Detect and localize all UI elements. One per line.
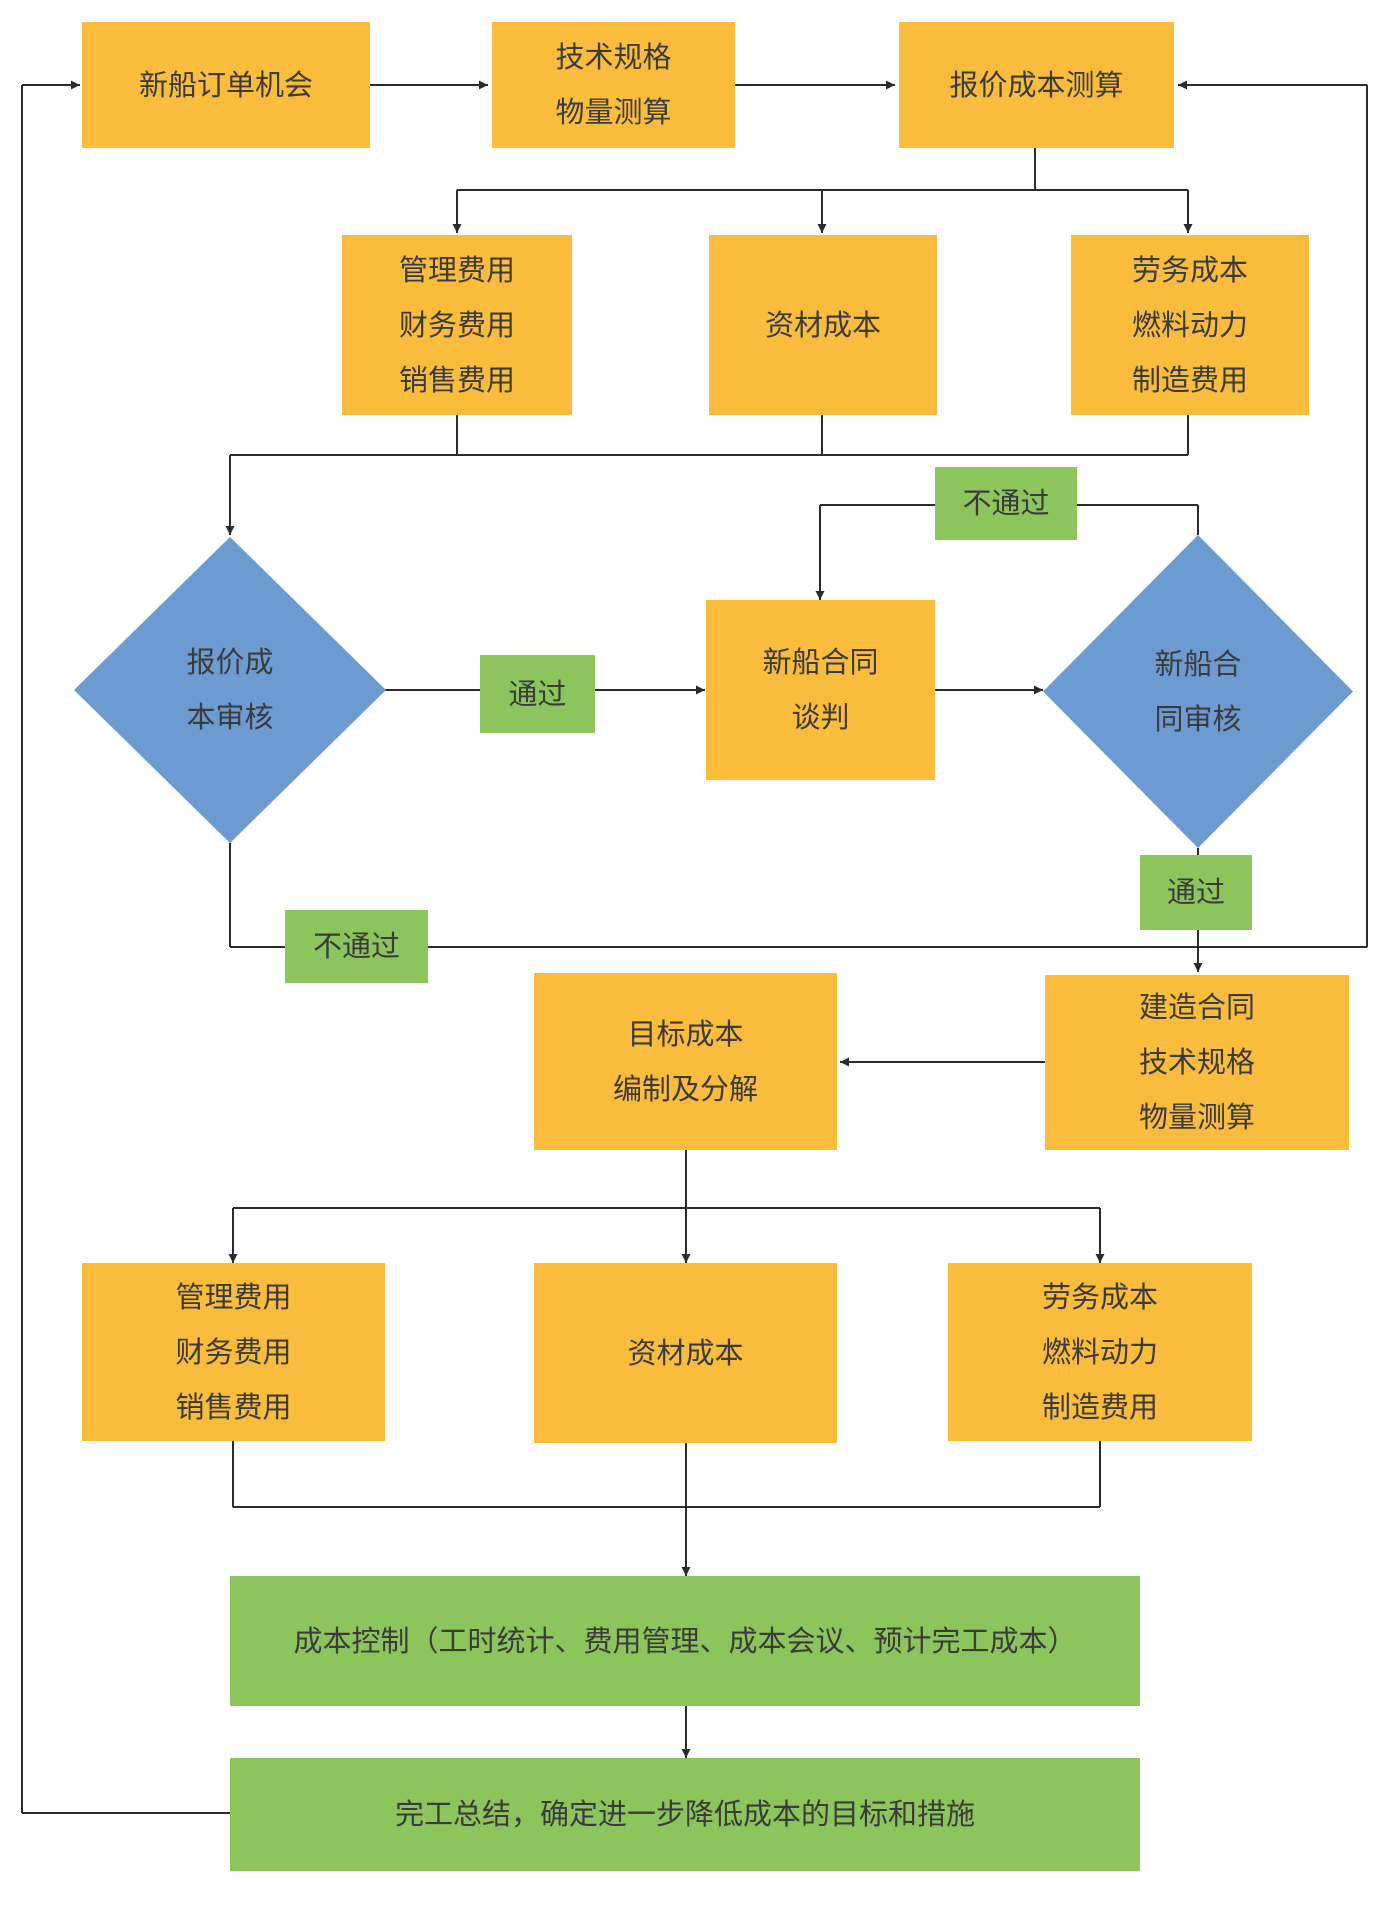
pass-2-text: 通过	[1166, 875, 1225, 909]
pass-label-1: 通过	[480, 655, 595, 733]
fail-label-bottom: 不通过	[285, 910, 428, 983]
build-contract-box: 建造合同 技术规格 物量测算	[1045, 975, 1349, 1150]
labor-cost-box-1: 劳务成本 燃料动力 制造费用	[1071, 235, 1309, 415]
target-cost-box: 目标成本 编制及分解	[534, 973, 837, 1150]
material-2-label: 资材成本	[627, 1335, 744, 1370]
labor-1-line-1: 劳务成本	[1131, 252, 1248, 287]
quote-review-line-1: 报价成	[186, 645, 274, 679]
negotiation-line-2: 谈判	[791, 700, 850, 734]
new-order-label: 新船订单机会	[138, 67, 313, 102]
completion-label: 完工总结，确定进一步降低成本的目标和措施	[394, 1797, 975, 1831]
tech-spec-line-1: 技术规格	[555, 40, 672, 74]
admin-costs-box-1: 管理费用 财务费用 销售费用	[342, 235, 572, 415]
material-cost-box-1: 资材成本	[709, 235, 937, 415]
contract-review-diamond: 新船合 同审核	[1043, 535, 1353, 848]
negotiation-line-1: 新船合同	[762, 645, 879, 679]
contract-review-line-2: 同审核	[1154, 701, 1242, 736]
labor-1-line-2: 燃料动力	[1131, 307, 1248, 342]
fail-top-text: 不通过	[962, 486, 1050, 520]
admin-costs-2-line-3: 销售费用	[175, 1389, 292, 1424]
new-order-box: 新船订单机会	[82, 22, 370, 148]
target-cost-line-1: 目标成本	[627, 1016, 744, 1051]
admin-costs-2-line-1: 管理费用	[175, 1279, 292, 1314]
admin-costs-1-line-3: 销售费用	[398, 362, 515, 397]
quote-review-shape	[74, 537, 386, 843]
labor-cost-box-2: 劳务成本 燃料动力 制造费用	[948, 1263, 1252, 1441]
cost-control-box: 成本控制（工时统计、费用管理、成本会议、预计完工成本）	[230, 1576, 1140, 1706]
quote-calc-label: 报价成本测算	[949, 67, 1124, 102]
fail-label-top: 不通过	[935, 467, 1077, 540]
pass-label-2: 通过	[1140, 855, 1252, 930]
fail-bottom-text: 不通过	[312, 929, 400, 963]
labor-2-line-2: 燃料动力	[1041, 1334, 1158, 1369]
admin-costs-box-2: 管理费用 财务费用 销售费用	[82, 1263, 385, 1441]
pass-1-text: 通过	[508, 676, 567, 711]
labor-2-line-1: 劳务成本	[1041, 1279, 1158, 1314]
contract-review-line-1: 新船合	[1154, 646, 1242, 681]
tech-spec-line-2: 物量测算	[555, 95, 672, 129]
cost-control-label: 成本控制（工时统计、费用管理、成本会议、预计完工成本）	[293, 1623, 1077, 1658]
target-cost-line-2: 编制及分解	[612, 1071, 758, 1106]
material-cost-box-2: 资材成本	[534, 1263, 837, 1443]
build-contract-line-1: 建造合同	[1138, 990, 1255, 1024]
completion-box: 完工总结，确定进一步降低成本的目标和措施	[230, 1758, 1140, 1871]
material-1-label: 资材成本	[764, 307, 881, 342]
quote-review-line-2: 本审核	[186, 700, 274, 734]
quote-calc-box: 报价成本测算	[899, 22, 1174, 148]
labor-2-line-3: 制造费用	[1041, 1389, 1158, 1424]
admin-costs-1-line-2: 财务费用	[398, 307, 515, 342]
labor-1-line-3: 制造费用	[1131, 362, 1248, 397]
build-contract-line-2: 技术规格	[1138, 1045, 1255, 1079]
build-contract-line-3: 物量测算	[1138, 1100, 1255, 1134]
negotiation-box: 新船合同 谈判	[706, 600, 935, 780]
tech-spec-box: 技术规格 物量测算	[492, 22, 735, 148]
admin-costs-2-line-2: 财务费用	[175, 1334, 292, 1369]
quote-review-diamond: 报价成 本审核	[74, 537, 386, 843]
admin-costs-1-line-1: 管理费用	[398, 252, 515, 287]
contract-review-shape	[1043, 535, 1353, 848]
